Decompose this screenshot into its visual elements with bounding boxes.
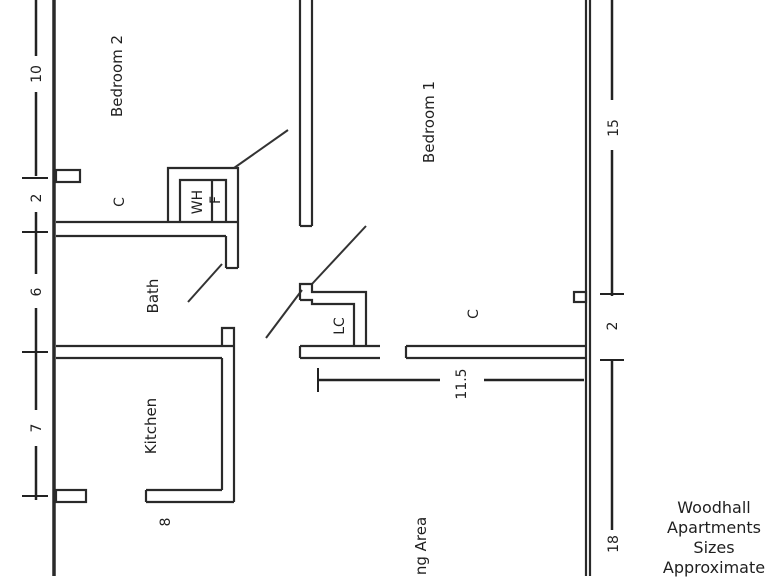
dim-right-15: 15 <box>606 119 622 137</box>
bedroom1-bottom-wall <box>404 344 586 360</box>
dim-left-7: 7 <box>29 424 45 433</box>
left-dimension-line <box>22 0 48 500</box>
caption-line-3: Sizes <box>693 538 735 557</box>
caption-line-1: Woodhall <box>677 498 751 517</box>
label-closet-bedroom2: C <box>112 197 128 207</box>
bedroom2-closet-wall <box>56 166 240 270</box>
dim-left-2: 2 <box>29 194 45 203</box>
label-kitchen: Kitchen <box>142 398 160 454</box>
dim-interior-11-5: 11.5 <box>454 368 470 399</box>
door-swing-bedroom1 <box>311 225 367 285</box>
door-swing-bath <box>187 263 223 303</box>
door-swing-bedroom2-closet <box>233 129 289 169</box>
wall-stub-left <box>54 168 82 184</box>
label-bedroom2: Bedroom 2 <box>108 35 126 117</box>
dim-right-18: 18 <box>606 535 622 553</box>
label-closet-bedroom1: C <box>466 309 482 319</box>
label-linen-closet: LC <box>332 317 348 335</box>
dim-left-10: 10 <box>29 65 45 83</box>
bedroom1-left-partition <box>298 0 314 228</box>
label-bath: Bath <box>144 279 162 314</box>
label-bedroom1: Bedroom 1 <box>420 81 438 163</box>
label-furnace: F <box>208 196 224 204</box>
dim-bottom-8: 8 <box>158 518 174 527</box>
caption-line-4: Approximate <box>662 558 766 577</box>
right-dimension-line <box>600 0 624 530</box>
interior-width-dimension <box>317 368 584 392</box>
caption-line-2: Apartments <box>667 518 761 537</box>
label-living-area: ng Area <box>412 517 430 575</box>
wall-stub-left-lower <box>54 488 88 504</box>
label-water-heater: WH <box>190 190 206 214</box>
dim-right-2: 2 <box>605 322 621 331</box>
plan-caption: Woodhall Apartments Sizes Approximate <box>658 498 768 578</box>
bath-kitchen-wall <box>56 326 236 504</box>
right-exterior-wall <box>572 0 592 576</box>
door-swing-linen <box>265 289 303 339</box>
dim-left-6: 6 <box>29 287 45 296</box>
linen-closet-walls <box>298 282 380 360</box>
